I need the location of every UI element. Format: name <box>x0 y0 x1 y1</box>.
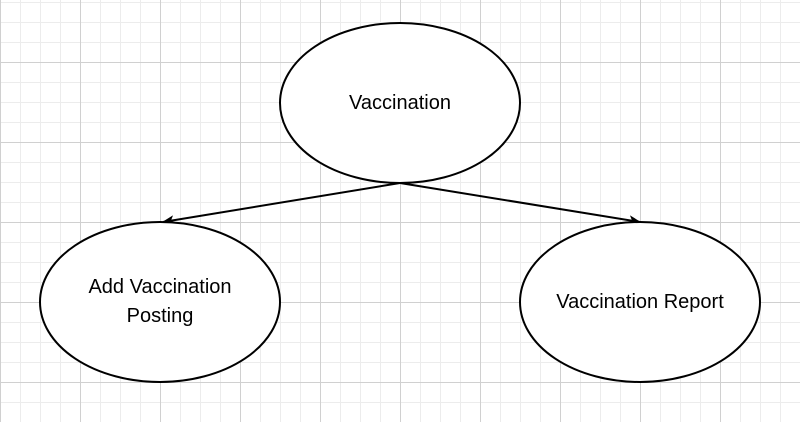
edge-vaccination-to-add-vaccination-posting <box>162 182 401 226</box>
node-label-vaccination: Vaccination <box>349 91 451 114</box>
edge-vaccination-to-vaccination-report <box>399 182 641 226</box>
node-vaccination[interactable] <box>279 22 521 184</box>
node-add-vaccination-posting[interactable] <box>39 221 281 383</box>
node-label-add-vaccination-posting: Add Vaccination Posting <box>88 276 232 327</box>
node-label-vaccination-report: Vaccination Report <box>556 290 724 313</box>
node-vaccination-report[interactable] <box>519 221 761 383</box>
